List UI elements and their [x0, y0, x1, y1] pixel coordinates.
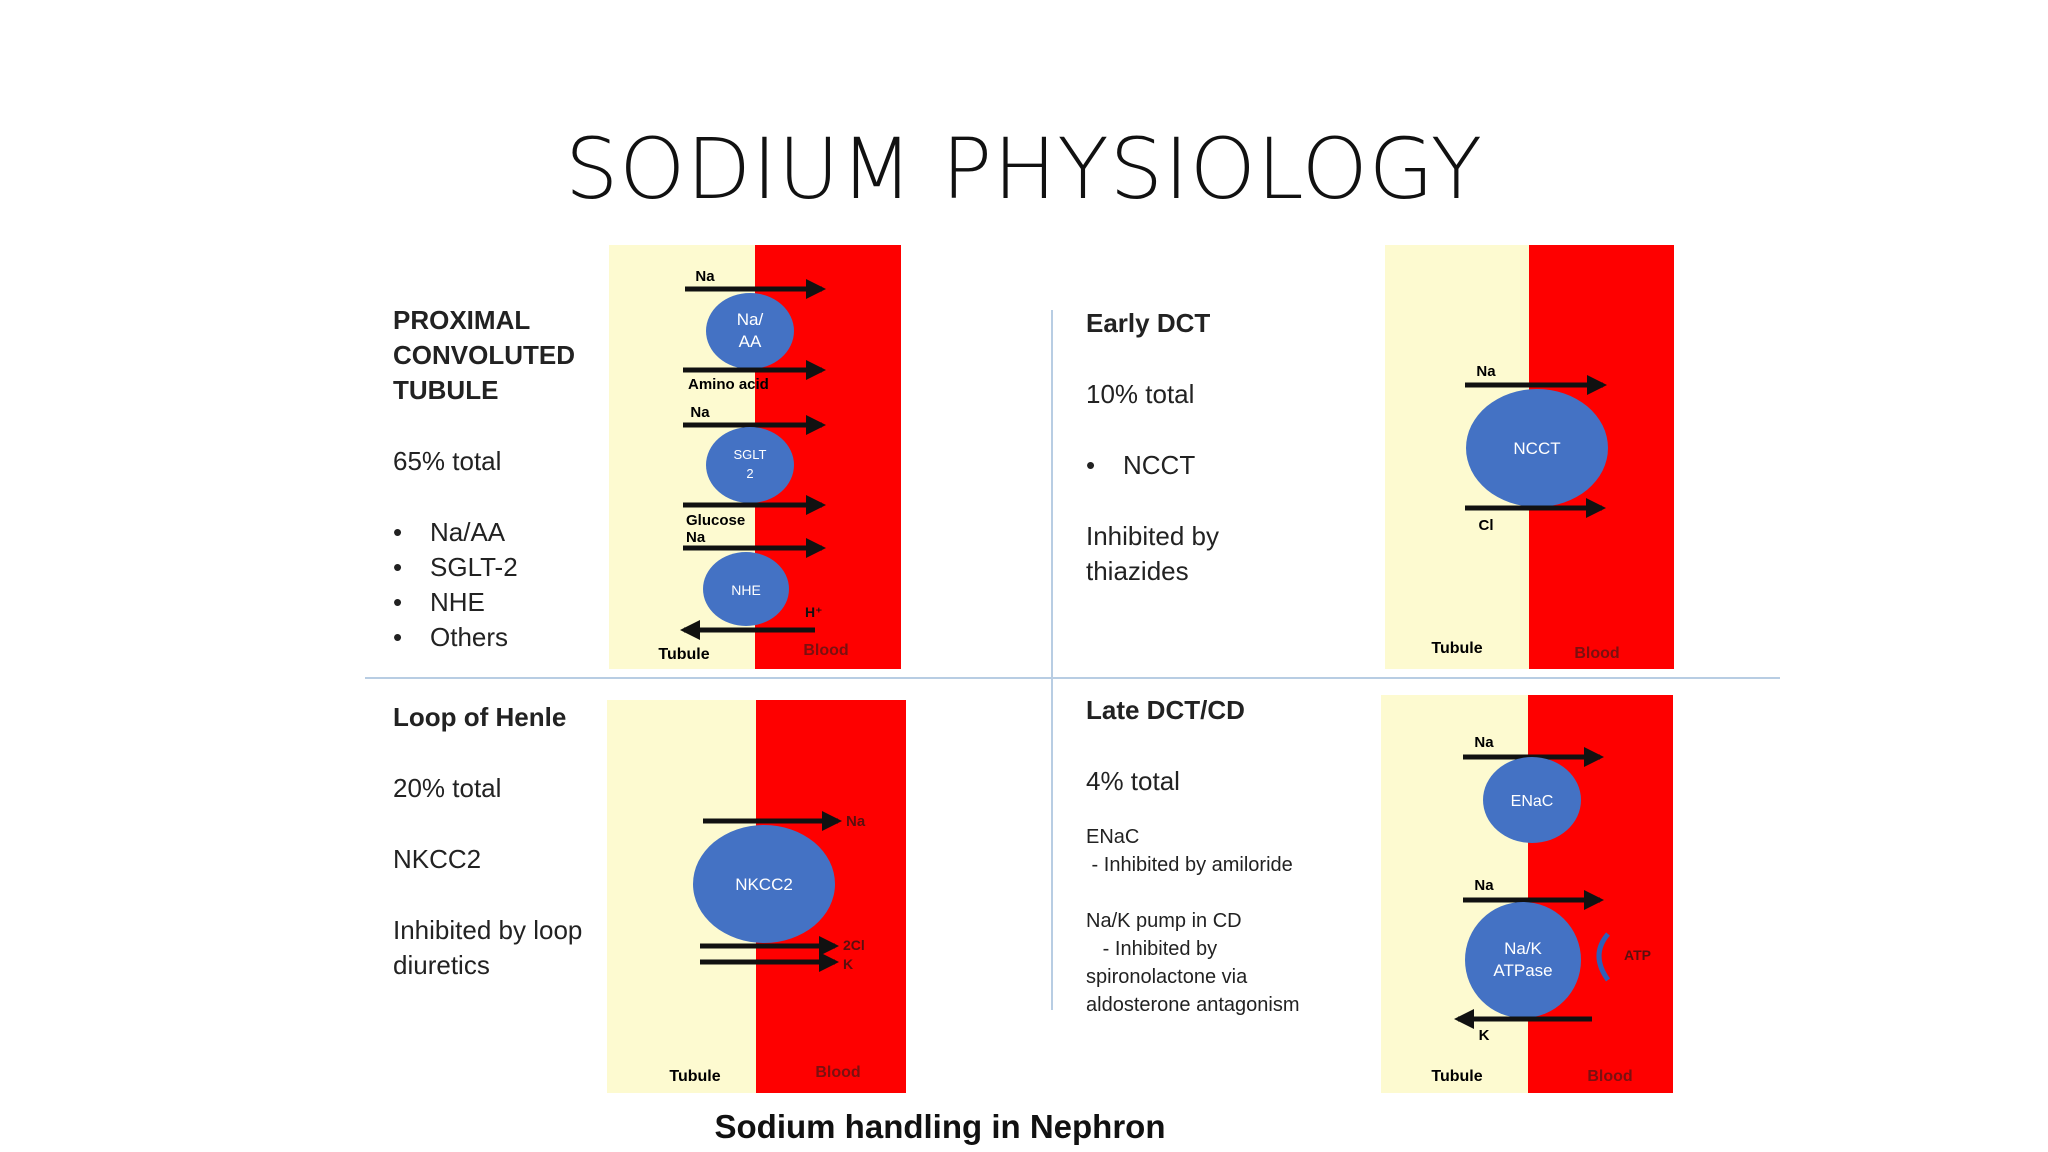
- loop-text: Loop of Henle 20% total NKCC2 Inhibited …: [393, 700, 582, 983]
- late-dct-note-line: ENaC: [1086, 826, 1140, 848]
- pct-na-aa-transporter: [706, 293, 794, 369]
- nkcc2-transporter: [693, 825, 835, 943]
- pct-na-aa-label-2: AA: [739, 332, 762, 351]
- late-dct-note-line: - Inhibited by amiloride: [1086, 854, 1293, 876]
- loop-inhibited-line-2: diuretics: [393, 950, 490, 980]
- late-dct-heading: Late DCT/CD: [1086, 695, 1245, 725]
- pct-na-label-1: Na: [695, 268, 715, 285]
- loop-transporter: NKCC2: [393, 844, 482, 874]
- loop-blood-label: Blood: [815, 1064, 860, 1081]
- loop-na-label: Na: [846, 813, 866, 830]
- early-dct-na-label: Na: [1476, 363, 1496, 380]
- pct-diagram: Na Na/ AA Amino acid Na SGLT 2 Glucose N…: [609, 245, 901, 669]
- pct-heading-line-1: PROXIMAL: [393, 305, 531, 335]
- late-dct-note-line: spironolactone via: [1086, 966, 1248, 988]
- late-dct-note-line: Na/K pump in CD: [1086, 910, 1242, 932]
- late-dct-blood-label: Blood: [1587, 1068, 1632, 1085]
- late-dct-note-line: aldosterone antagonism: [1086, 994, 1300, 1016]
- early-dct-text: Early DCT 10% total NCCT Inhibited by th…: [1086, 306, 1219, 589]
- loop-k-label: K: [843, 956, 853, 972]
- loop-cl-label: 2Cl: [843, 937, 865, 953]
- late-dct-notes: ENaC - Inhibited by amiloride Na/K pump …: [1086, 823, 1299, 1019]
- early-dct-inhibited-line-1: Inhibited by: [1086, 521, 1219, 551]
- slide-title: SODIUM PHYSIOLOGY: [564, 120, 1484, 218]
- loop-heading: Loop of Henle: [393, 702, 567, 732]
- pct-heading-line-2: CONVOLUTED: [393, 340, 575, 370]
- late-dct-k-label: K: [1479, 1027, 1490, 1044]
- loop-tubule-label: Tubule: [669, 1068, 720, 1085]
- late-dct-total: 4% total: [1086, 766, 1180, 796]
- pct-sglt2-label-2: 2: [746, 466, 753, 481]
- early-dct-cl-label: Cl: [1479, 517, 1494, 534]
- ncct-label: NCCT: [1513, 439, 1560, 458]
- pct-glucose-label: Glucose: [686, 512, 745, 529]
- loop-total: 20% total: [393, 773, 502, 803]
- atp-curved-arrow: [1596, 932, 1611, 982]
- pct-na-label-2: Na: [690, 404, 710, 421]
- late-dct-note-line: - Inhibited by: [1086, 938, 1218, 960]
- pct-text: PROXIMAL CONVOLUTED TUBULE 65% total Na/…: [393, 303, 575, 655]
- late-dct-na-label-2: Na: [1474, 877, 1494, 894]
- nkcc2-label: NKCC2: [735, 875, 793, 894]
- atp-label: ATP: [1624, 947, 1651, 963]
- pct-sglt2-transporter: [706, 427, 794, 503]
- slide-caption: Sodium handling in Nephron: [714, 1108, 1166, 1145]
- late-dct-text: Late DCT/CD 4% total ENaC - Inhibited by…: [1086, 693, 1299, 1019]
- early-dct-inhibited-line-2: thiazides: [1086, 556, 1189, 586]
- late-dct-diagram: Na ENaC Na Na/K ATPase ATP K Tubule Bloo…: [1381, 695, 1673, 1093]
- pct-heading-line-3: TUBULE: [393, 375, 499, 405]
- vertical-divider: [1051, 310, 1053, 1010]
- pct-amino-acid-label: Amino acid: [688, 376, 769, 393]
- na-k-atpase-label-2: ATPase: [1493, 961, 1552, 980]
- loop-inhibited-line-1: Inhibited by loop: [393, 915, 583, 945]
- early-dct-diagram: Na NCCT Cl Tubule Blood: [1385, 245, 1674, 669]
- early-dct-bullet: NCCT: [1086, 448, 1219, 483]
- pct-total: 65% total: [393, 446, 502, 476]
- enac-transporter: [1483, 757, 1581, 843]
- pct-bullet: Others: [393, 620, 575, 655]
- ncct-transporter: [1466, 389, 1608, 507]
- pct-na-aa-label-1: Na/: [737, 310, 764, 329]
- enac-label: ENaC: [1511, 793, 1554, 810]
- pct-bullet: Na/AA: [393, 515, 575, 550]
- pct-bullet: SGLT-2: [393, 550, 575, 585]
- pct-tubule-label: Tubule: [658, 646, 709, 663]
- early-dct-bullet-list: NCCT: [1086, 448, 1219, 483]
- pct-bullet: NHE: [393, 585, 575, 620]
- pct-h-label: H⁺: [805, 604, 823, 620]
- pct-sglt2-label-1: SGLT: [734, 447, 767, 462]
- pct-nhe-label: NHE: [731, 582, 761, 598]
- early-dct-heading: Early DCT: [1086, 308, 1211, 338]
- na-k-atpase-transporter: [1465, 902, 1581, 1018]
- early-dct-total: 10% total: [1086, 379, 1195, 409]
- horizontal-divider: [365, 677, 1780, 679]
- pct-nhe-transporter: [703, 552, 789, 626]
- late-dct-na-label-1: Na: [1474, 734, 1494, 751]
- pct-blood-label: Blood: [803, 642, 848, 659]
- early-dct-blood-label: Blood: [1574, 645, 1619, 662]
- loop-diagram: Na NKCC2 2Cl K Tubule Blood: [607, 700, 906, 1093]
- late-dct-tubule-label: Tubule: [1431, 1068, 1482, 1085]
- na-k-atpase-label-1: Na/K: [1504, 939, 1542, 958]
- early-dct-tubule-label: Tubule: [1431, 640, 1482, 657]
- pct-bullet-list: Na/AA SGLT-2 NHE Others: [393, 515, 575, 655]
- pct-na-label-3: Na: [686, 529, 706, 546]
